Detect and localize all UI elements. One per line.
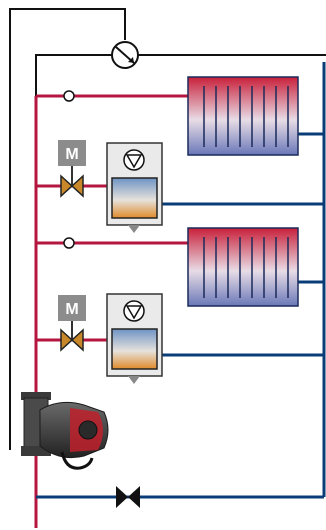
pressure-sensor-icon	[111, 41, 139, 69]
balancing-valve-icon	[116, 486, 140, 508]
actuator-label-2: M	[65, 301, 78, 318]
sensor-line-left	[9, 8, 126, 450]
temperature-sensor-icon	[63, 90, 75, 102]
heat-exchanger-icon	[106, 142, 163, 233]
radiator-icon	[187, 76, 299, 156]
circulator-pump-icon	[21, 392, 109, 470]
actuator-icon: M	[58, 295, 86, 340]
actuator-icon: M	[58, 140, 86, 186]
heat-exchanger-icon	[106, 293, 163, 384]
return-pipes	[36, 62, 326, 499]
motorized-valve-icon	[60, 174, 84, 198]
motorized-valve-icon	[60, 328, 84, 352]
actuator-label-1: M	[65, 146, 78, 163]
radiator-icon	[187, 227, 299, 307]
sensor-line-pump	[35, 54, 112, 446]
temperature-sensor-icon	[63, 237, 75, 249]
